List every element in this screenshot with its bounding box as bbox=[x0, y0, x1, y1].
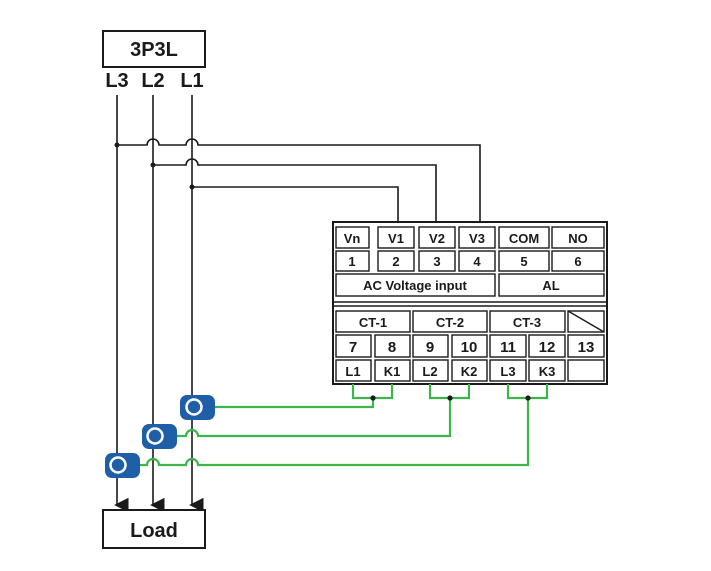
ct2-wire bbox=[177, 398, 452, 438]
terminal-name-v2: V2 bbox=[429, 231, 445, 246]
terminal-name-k1: K1 bbox=[384, 364, 401, 379]
ct-group-3: CT-3 bbox=[513, 315, 541, 330]
terminal-number-2: 2 bbox=[392, 254, 399, 269]
wire-l3-v3 bbox=[117, 138, 481, 226]
terminal-name-vn: Vn bbox=[344, 231, 361, 246]
load-label: Load bbox=[130, 520, 178, 542]
ct-sensor-3-icon bbox=[105, 453, 140, 478]
terminal-number-10: 10 bbox=[461, 339, 478, 356]
terminal-number-7: 7 bbox=[349, 339, 357, 356]
terminal-name-com: COM bbox=[509, 231, 539, 246]
source-box: 3P3L bbox=[102, 30, 206, 68]
ct-group-2: CT-2 bbox=[436, 315, 464, 330]
voltage-tap-wires bbox=[114, 138, 481, 226]
junction-dot bbox=[150, 162, 156, 168]
wire-l2-v2 bbox=[153, 158, 437, 226]
terminal-number-11: 11 bbox=[500, 339, 516, 356]
line-label-l1: L1 bbox=[180, 70, 203, 92]
terminal-name-k2: K2 bbox=[461, 364, 478, 379]
terminal-number-12: 12 bbox=[539, 339, 556, 356]
terminal-name-v3: V3 bbox=[469, 231, 485, 246]
terminal-number-1: 1 bbox=[348, 254, 355, 269]
terminal-number-13: 13 bbox=[578, 339, 595, 356]
line-label-l2: L2 bbox=[141, 70, 164, 92]
terminal-number-5: 5 bbox=[520, 254, 527, 269]
terminal-name-k3: K3 bbox=[539, 364, 556, 379]
junction-dot bbox=[447, 395, 453, 401]
ct-sensor-1-icon bbox=[180, 395, 215, 420]
terminal-number-6: 6 bbox=[574, 254, 581, 269]
ct-sensor-2-icon bbox=[142, 424, 177, 449]
terminal-name-l2: L2 bbox=[422, 364, 437, 379]
ct3-wire bbox=[140, 398, 530, 467]
wire-l1-v1 bbox=[192, 186, 399, 226]
voltage-section-label: AC Voltage input bbox=[363, 278, 467, 293]
blank-terminal-slash bbox=[567, 310, 605, 333]
terminal-name-v1: V1 bbox=[388, 231, 404, 246]
terminal-number-9: 9 bbox=[426, 339, 434, 356]
terminal-number-8: 8 bbox=[388, 339, 396, 356]
terminal-name-l1: L1 bbox=[345, 364, 360, 379]
load-box: Load bbox=[102, 509, 206, 549]
source-label: 3P3L bbox=[130, 39, 178, 61]
junction-dot bbox=[114, 142, 120, 148]
ct-group-1: CT-1 bbox=[359, 315, 387, 330]
terminal-number-3: 3 bbox=[433, 254, 440, 269]
line-label-l3: L3 bbox=[105, 70, 128, 92]
alarm-section-label: AL bbox=[542, 278, 559, 293]
terminal-name-no: NO bbox=[568, 231, 588, 246]
terminal-number-4: 4 bbox=[473, 254, 481, 269]
junction-dot bbox=[525, 395, 531, 401]
ct1-wire bbox=[214, 398, 375, 409]
junction-dot bbox=[189, 184, 195, 190]
ct-wires bbox=[140, 384, 549, 467]
junction-dot bbox=[370, 395, 376, 401]
terminal-name-l3: L3 bbox=[500, 364, 515, 379]
terminal-block: Vn V1 V2 V3 COM NO 1 2 3 4 5 6 AC Voltag… bbox=[332, 221, 608, 385]
